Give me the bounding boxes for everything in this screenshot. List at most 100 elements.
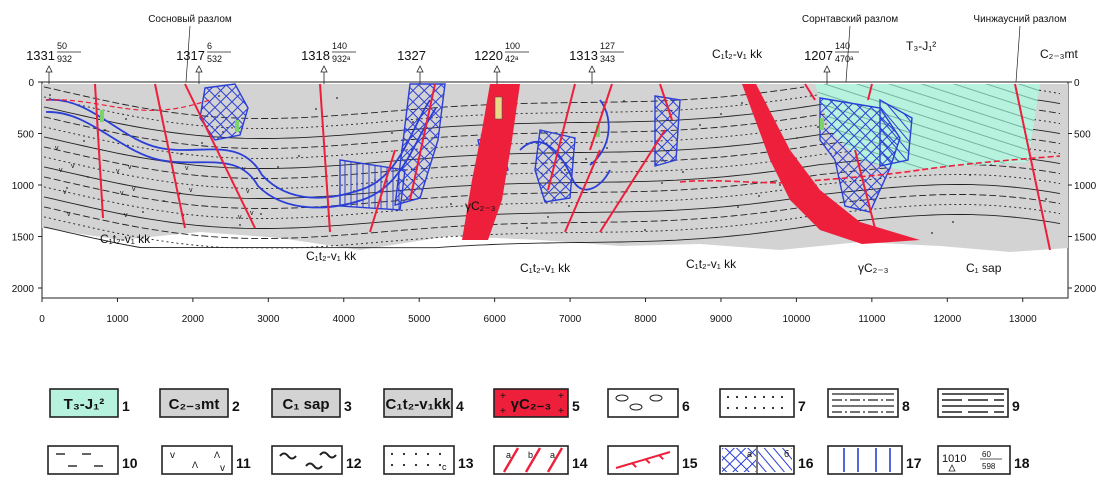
stratum-dot (104, 129, 106, 131)
volcanic-mark: v (250, 210, 254, 217)
legend-swatch (719, 388, 795, 418)
dot-mark (780, 395, 784, 399)
well-denominator: 532 (207, 54, 222, 64)
stratum-dot (682, 171, 684, 173)
stratum-dot (969, 174, 971, 176)
distance-tick: 6000 (484, 314, 507, 325)
stratum-dot (239, 224, 241, 226)
granite-cross: + (558, 406, 564, 417)
distance-tick: 12000 (933, 314, 961, 325)
legend-swatch (159, 388, 229, 418)
legend-swatch (383, 388, 453, 418)
legend-swatch (271, 445, 343, 475)
thrust-contact-west (45, 99, 211, 111)
legend-item-12: 12 (271, 445, 362, 475)
dot-mark (753, 395, 757, 399)
fault-line-10 (659, 83, 673, 121)
legend-number: 13 (458, 455, 474, 471)
stratum-dot (1045, 198, 1047, 200)
fault-line-11 (867, 83, 873, 101)
distance-tick: 5000 (408, 314, 431, 325)
ore-interval-2 (596, 125, 600, 137)
distance-tick: 4000 (333, 314, 356, 325)
unit-label: γC₂₋₃ (858, 261, 889, 275)
unit-label: C₁t₂-v₁ kk (686, 257, 737, 271)
top-unit-label: C₂₋₃mt (1040, 47, 1079, 61)
legend-item-9: 9 (937, 388, 1020, 418)
well-id: 1317 (176, 48, 205, 63)
v-mark: v (170, 450, 175, 461)
hatched-body-6 (879, 98, 913, 167)
dot-mark (744, 406, 748, 410)
well-denominator: 42ᵃ (505, 54, 519, 64)
stratum-dot (87, 176, 89, 178)
volcanic-mark: v (67, 211, 71, 218)
v-mark: v (220, 463, 225, 474)
volcanic-mark: v (246, 188, 250, 195)
granite-intrusion-east (742, 84, 920, 244)
dot-mark (438, 463, 442, 467)
stratum-dot (298, 155, 300, 157)
well-numerator: 50 (57, 41, 67, 51)
stratum-line (43, 184, 1061, 229)
top-unit-label: T₃-J₁² (906, 39, 936, 53)
well-id: 1331 (26, 48, 55, 63)
granite-cross: + (558, 391, 564, 402)
stratum-dot (547, 216, 549, 218)
ore-interval-0 (100, 110, 104, 122)
well-id: 1327 (397, 48, 426, 63)
well-symbol-icon (823, 65, 831, 73)
depth-tick-left: 1500 (12, 233, 35, 244)
depth-tick-left: 500 (17, 130, 34, 141)
distance-tick: 3000 (257, 314, 280, 325)
well-numerator: 100 (505, 41, 520, 51)
unit-label: C₁ sap (966, 261, 1002, 275)
pebble-mark (629, 403, 643, 411)
stratum-dot (931, 232, 933, 234)
depth-tick-left: 2000 (12, 284, 35, 295)
thrust-tick (644, 458, 651, 464)
fault-line-13 (1014, 83, 1051, 251)
volcanic-mark: v (63, 189, 67, 196)
depth-tick-right: 1000 (1074, 181, 1097, 192)
granite-cross: + (500, 406, 506, 417)
fault-line-1 (184, 83, 256, 229)
depth-tick-left: 1000 (12, 181, 35, 192)
fault-mark (546, 447, 564, 473)
well-numerator: 140 (332, 41, 347, 51)
distance-tick: 9000 (710, 314, 733, 325)
fault-line-9 (599, 129, 666, 233)
legend-swatch (827, 445, 903, 475)
stratum-dot (741, 102, 743, 104)
legend-swatch (161, 445, 233, 475)
thrust-tick (631, 462, 637, 468)
marker-bed-2 (519, 141, 611, 191)
legend-number: 18 (1014, 455, 1030, 471)
v-mark: Λ (192, 460, 198, 470)
stratum-dot (779, 184, 781, 186)
fault-name-leader (185, 25, 191, 83)
legend-number: 16 (798, 455, 814, 471)
stratum-dot (180, 153, 182, 155)
stratum-dot (336, 97, 338, 99)
distance-tick: 0 (39, 314, 45, 325)
legend-unit-code: γC₂₋₃ (511, 396, 552, 413)
stratum-dot (83, 140, 85, 142)
unit-label: C₁t₂-v₁ kk (306, 249, 357, 263)
well-symbol-icon (416, 65, 424, 73)
volcanic-mark: v (189, 187, 193, 194)
legend-unit-code: C₁ sap (282, 396, 329, 413)
distance-tick: 2000 (182, 314, 205, 325)
distance-tick: 8000 (634, 314, 657, 325)
volcanic-mark: v (120, 190, 124, 197)
dot-mark (390, 452, 394, 456)
top-unit-label: C₁t₂-v₁ kk (712, 47, 763, 61)
stratum-dot (623, 100, 625, 102)
fault-line-8 (589, 83, 613, 151)
fault-name-leader (1015, 25, 1021, 83)
legend-number: 2 (232, 398, 240, 414)
